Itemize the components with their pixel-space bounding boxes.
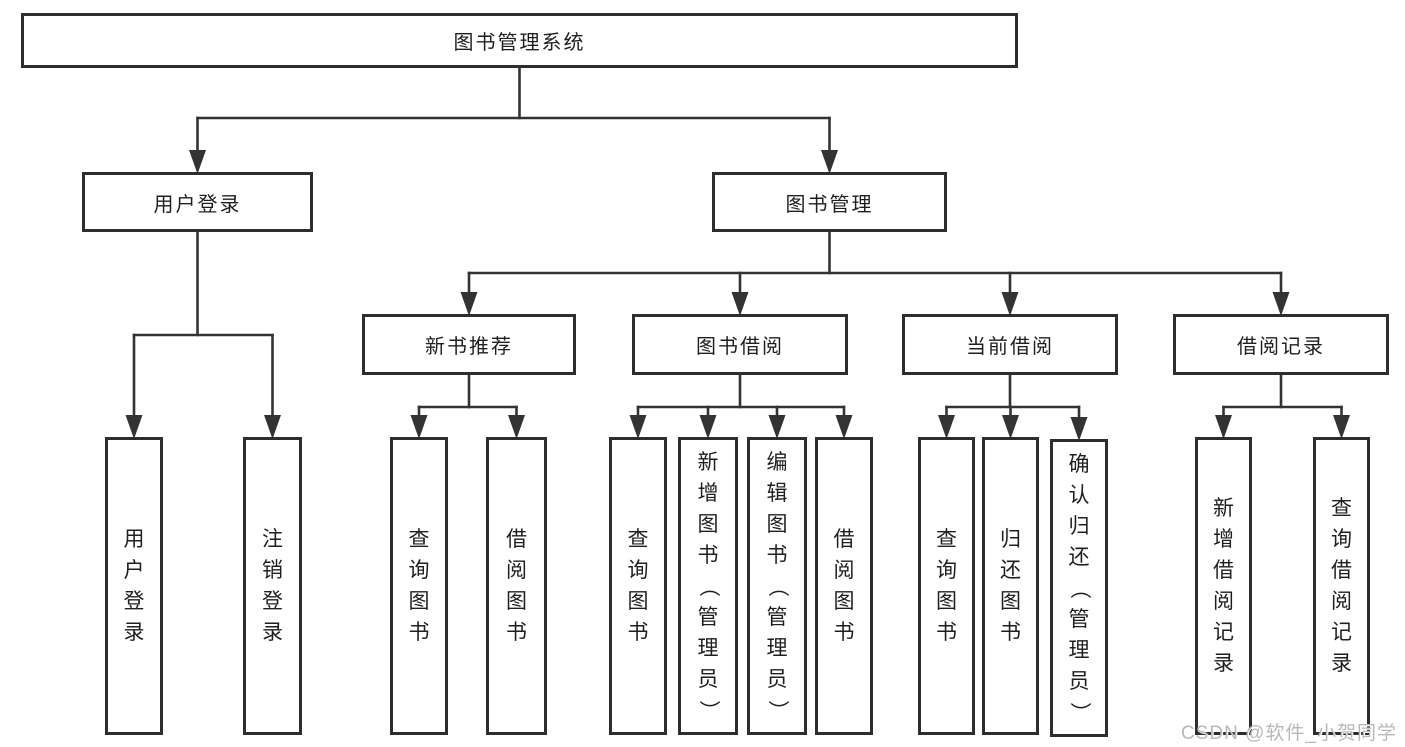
node-book-management: 图书管理: [712, 172, 947, 232]
node-label: 借阅图书: [506, 528, 527, 644]
arrowhead: [1070, 417, 1088, 441]
arrowhead: [835, 415, 853, 439]
node-label: 图书管理系统: [453, 32, 586, 54]
node-borrowing-records: 借阅记录: [1173, 314, 1389, 375]
arrowhead: [731, 292, 749, 316]
node-label: 确认归还（管理员）: [1067, 452, 1091, 723]
node-label: 注销登录: [262, 528, 283, 644]
arrowhead: [264, 415, 281, 439]
node-current-borrowing: 当前借阅: [902, 314, 1118, 375]
node-label: 当前借阅: [966, 336, 1054, 358]
node-leaf-bb-query: 查询图书: [609, 437, 667, 735]
node-leaf-br-query: 查询借阅记录: [1313, 437, 1370, 735]
node-label: 归还图书: [1000, 528, 1021, 644]
node-label: 新增图书（管理员）: [696, 450, 720, 721]
node-label: 查询图书: [936, 528, 957, 644]
node-label: 图书管理: [785, 193, 874, 216]
node-label: 查询图书: [627, 528, 649, 644]
node-label: 借阅记录: [1237, 336, 1325, 358]
node-leaf-user-login: 用户登录: [105, 437, 163, 735]
arrowhead: [938, 415, 955, 439]
node-leaf-nb-borrow: 借阅图书: [486, 437, 547, 735]
node-label: 查询借阅记录: [1331, 497, 1352, 675]
node-new-book-recommend: 新书推荐: [362, 314, 576, 375]
arrowhead: [768, 415, 786, 439]
node-label: 编辑图书（管理员）: [765, 450, 789, 721]
node-leaf-logout: 注销登录: [243, 437, 302, 735]
arrowhead: [410, 415, 428, 439]
node-leaf-nb-query: 查询图书: [390, 437, 448, 735]
arrowhead: [1333, 415, 1350, 439]
node-label: 新书推荐: [425, 336, 513, 358]
node-leaf-bb-edit: 编辑图书（管理员）: [747, 437, 807, 735]
arrowhead: [460, 292, 478, 316]
node-leaf-cb-query: 查询图书: [918, 437, 975, 735]
node-label: 查询图书: [408, 528, 430, 644]
node-label: 用户登录: [123, 528, 145, 644]
node-label: 借阅图书: [833, 528, 855, 644]
arrowhead: [125, 415, 143, 439]
arrowhead: [629, 415, 647, 439]
node-leaf-cb-return: 归还图书: [982, 437, 1039, 735]
node-leaf-bb-add: 新增图书（管理员）: [678, 437, 738, 735]
arrowhead: [1272, 292, 1290, 316]
arrowhead: [1215, 415, 1232, 439]
node-book-borrowing: 图书借阅: [632, 314, 848, 375]
node-leaf-cb-confirm: 确认归还（管理员）: [1050, 439, 1108, 737]
node-label: 新增借阅记录: [1213, 497, 1234, 675]
arrowhead: [189, 150, 206, 174]
arrowhead: [821, 150, 838, 174]
node-root: 图书管理系统: [21, 13, 1018, 68]
arrowhead: [699, 415, 717, 439]
node-leaf-br-add: 新增借阅记录: [1195, 437, 1252, 735]
arrowhead: [1002, 415, 1019, 439]
node-label: 用户登录: [153, 193, 242, 216]
node-label: 图书借阅: [696, 336, 784, 358]
arrowhead: [508, 415, 525, 439]
watermark: CSDN @软件_小贺同学: [1181, 723, 1397, 744]
node-leaf-bb-borrow: 借阅图书: [815, 437, 873, 735]
arrowhead: [1001, 292, 1019, 316]
node-user-login: 用户登录: [82, 172, 313, 232]
